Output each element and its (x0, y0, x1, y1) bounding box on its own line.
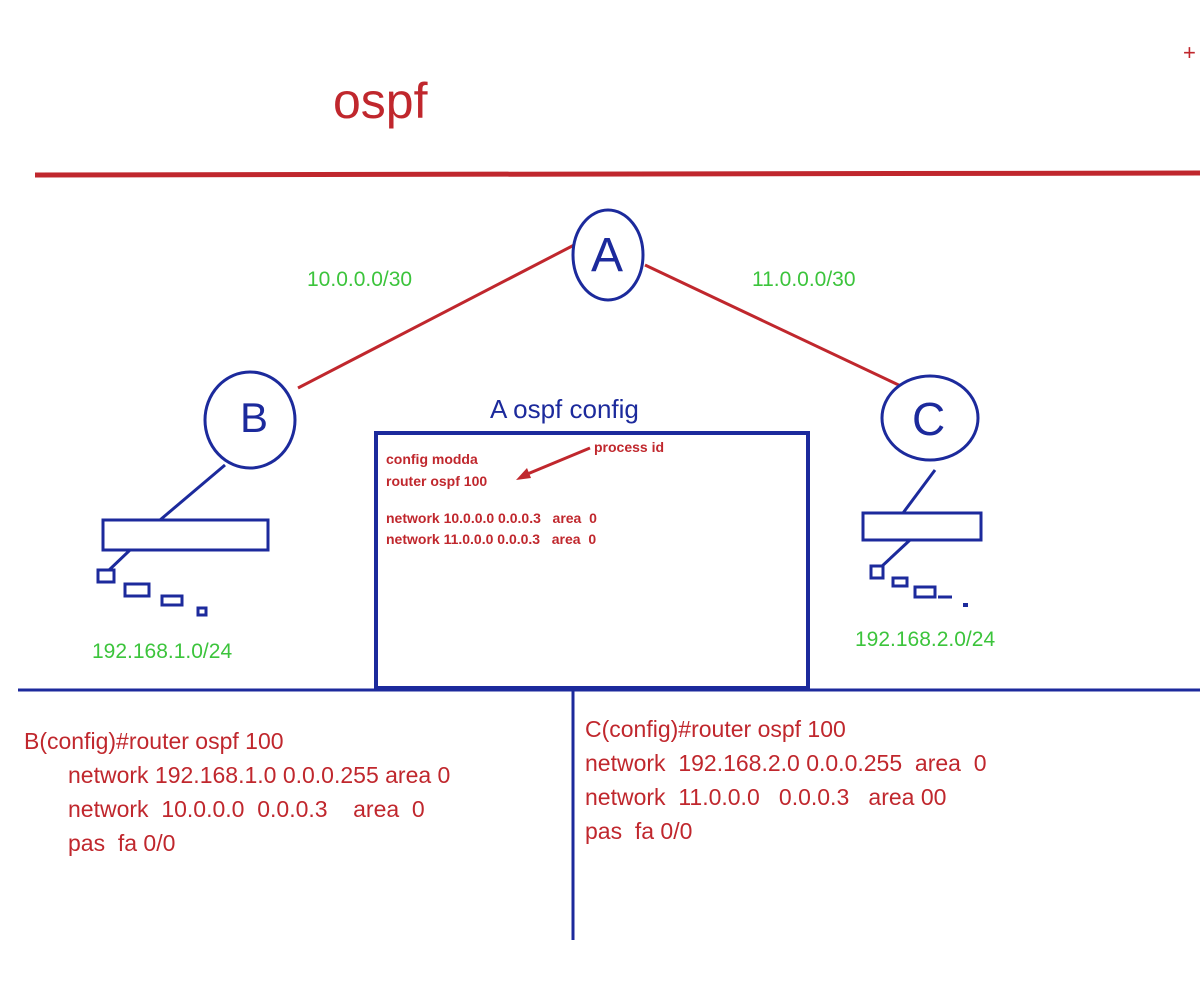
a-config-box (374, 431, 810, 690)
router-c-circle (880, 374, 980, 462)
link-a-c-subnet: 11.0.0.0/30 (752, 268, 856, 291)
b-host-1 (96, 568, 116, 584)
c-config-line: C(config)#router ospf 100 (585, 716, 846, 742)
process-id-arrowhead (516, 468, 531, 480)
b-switch-link (159, 463, 226, 522)
link-a-b-subnet: 10.0.0.0/30 (307, 268, 413, 291)
c-host-4 (963, 603, 968, 607)
c-config-line: pas fa 0/0 (585, 818, 693, 844)
c-switch-link (901, 469, 937, 514)
corner-mark: + (1183, 40, 1196, 65)
b-host-3 (160, 594, 184, 607)
page-title: ospf (333, 73, 428, 129)
a-config-line: config modda (386, 451, 478, 467)
router-b-label: B (240, 394, 269, 441)
b-config-line: pas fa 0/0 (68, 830, 176, 856)
title-underline (34, 170, 1200, 178)
b-config-line: network 192.168.1.0 0.0.0.255 area 0 (68, 762, 451, 788)
router-a-circle (571, 208, 645, 302)
link-a-b (297, 241, 579, 390)
b-config-line: B(config)#router ospf 100 (24, 728, 284, 754)
c-host-3 (913, 585, 937, 599)
lan-c-subnet: 192.168.2.0/24 (855, 628, 996, 651)
b-host-2 (123, 582, 151, 598)
c-config-line: network 192.168.2.0 0.0.0.255 area 0 (585, 750, 987, 776)
c-host-1 (869, 564, 885, 580)
link-a-c (644, 263, 906, 390)
b-switch (101, 518, 270, 552)
c-host-2 (891, 576, 909, 588)
process-id-arrow-line (524, 446, 591, 477)
b-config-line: network 10.0.0.0 0.0.0.3 area 0 (68, 796, 425, 822)
c-config-line: network 11.0.0.0 0.0.0.3 area 00 (585, 784, 947, 810)
a-config-line: network 11.0.0.0 0.0.0.3 area 0 (386, 531, 597, 547)
c-switch (861, 511, 983, 542)
c-host-link (878, 538, 912, 570)
a-config-line: router ospf 100 (386, 473, 488, 489)
a-config-line: network 10.0.0.0 0.0.0.3 area 0 (386, 510, 597, 526)
router-a-label: A (591, 229, 624, 282)
lan-b-subnet: 192.168.1.0/24 (92, 640, 233, 663)
router-c-label: C (912, 393, 946, 445)
process-id-annotation: process id (594, 439, 665, 455)
b-host-link (105, 548, 132, 574)
router-b-circle (203, 370, 297, 470)
b-host-4 (196, 606, 208, 617)
a-config-title: A ospf config (490, 394, 639, 424)
